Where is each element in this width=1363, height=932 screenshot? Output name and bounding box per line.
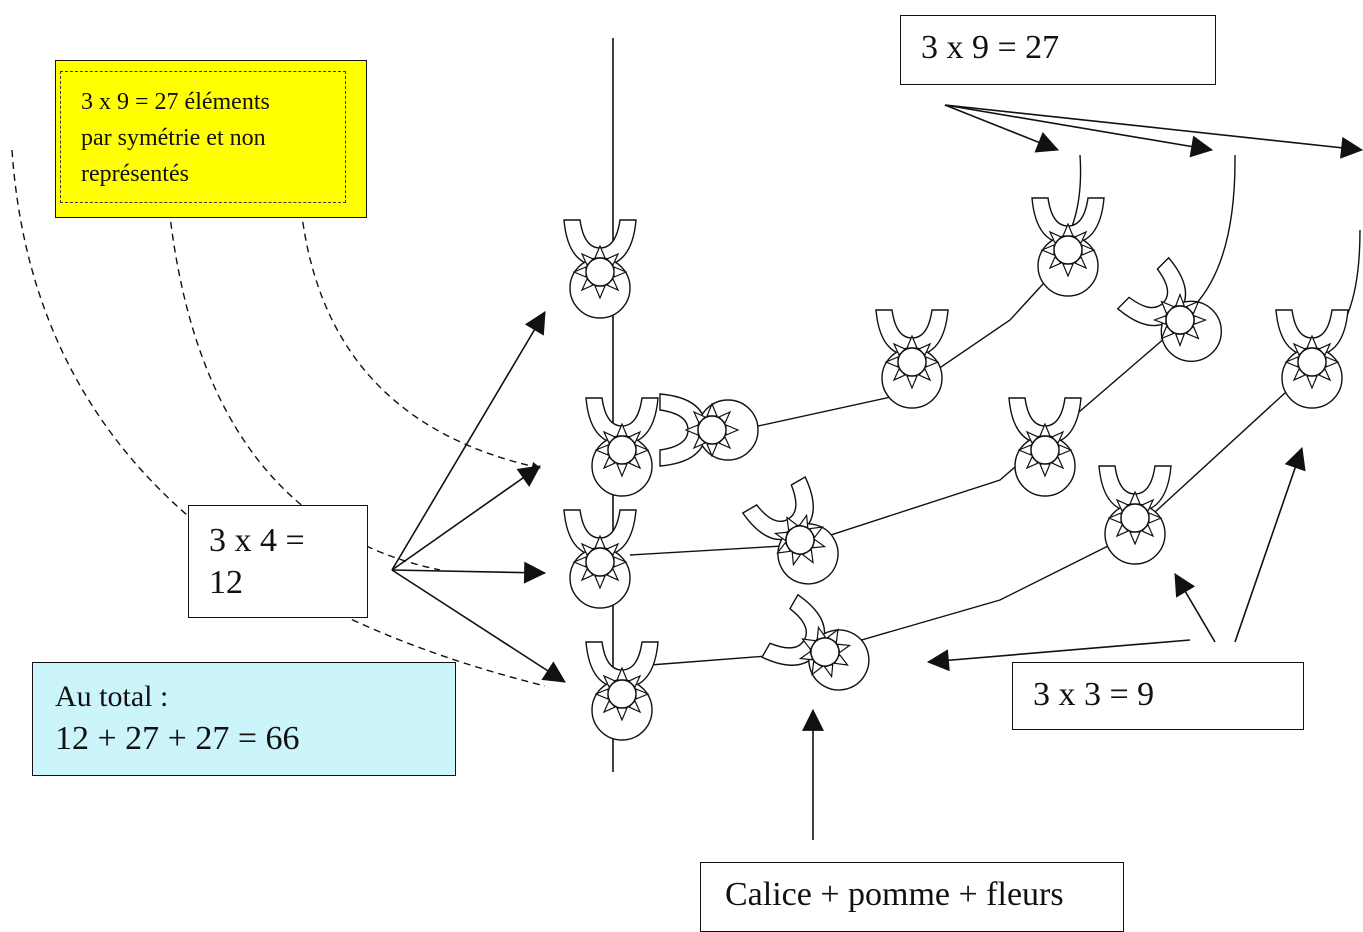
symmetry-note-box: 3 x 9 = 27 éléments par symétrie et non … — [55, 60, 367, 218]
total-heading: Au total : — [55, 680, 169, 713]
three-by-three-label: 3 x 3 = 9 — [1033, 676, 1155, 713]
three-by-four-box: 3 x 4 = 12 — [188, 505, 368, 618]
branch3-element-2 — [1098, 465, 1172, 565]
branch3-element-1 — [761, 594, 884, 707]
branch1-element-3 — [1031, 197, 1105, 297]
arrows-3x9 — [944, 104, 1363, 159]
trunk-element-4 — [585, 641, 659, 741]
arrows-3x4 — [391, 311, 566, 683]
dashed-connectors — [11, 149, 546, 687]
branch1-element-1 — [659, 393, 759, 467]
branch2-element-2 — [1008, 397, 1082, 497]
total-equation: 12 + 27 + 27 = 66 — [55, 720, 300, 757]
trunk-element-2 — [585, 397, 659, 497]
symmetry-line-2: par symétrie et non — [81, 125, 266, 151]
symmetry-line-1: 3 x 9 = 27 éléments — [81, 89, 270, 115]
three-by-three-box: 3 x 3 = 9 — [1012, 662, 1304, 730]
calyx-box: Calice + pomme + fleurs — [700, 862, 1124, 932]
trunk-element-3 — [563, 509, 637, 609]
three-by-nine-box: 3 x 9 = 27 — [900, 15, 1216, 85]
three-by-four-line-2: 12 — [209, 564, 243, 601]
trunk-element-1 — [563, 219, 637, 319]
branch2-element-3 — [1117, 257, 1239, 379]
three-by-nine-label: 3 x 9 = 27 — [921, 29, 1060, 66]
arrows-3x3 — [926, 446, 1306, 672]
branch2-element-1 — [742, 476, 855, 599]
branch1-element-2 — [875, 309, 949, 409]
total-box: Au total : 12 + 27 + 27 = 66 — [32, 662, 456, 776]
symmetry-line-3: représentés — [81, 161, 189, 187]
calyx-label: Calice + pomme + fleurs — [725, 876, 1064, 913]
branch3-element-3 — [1275, 309, 1349, 409]
three-by-four-line-1: 3 x 4 = — [209, 522, 305, 559]
